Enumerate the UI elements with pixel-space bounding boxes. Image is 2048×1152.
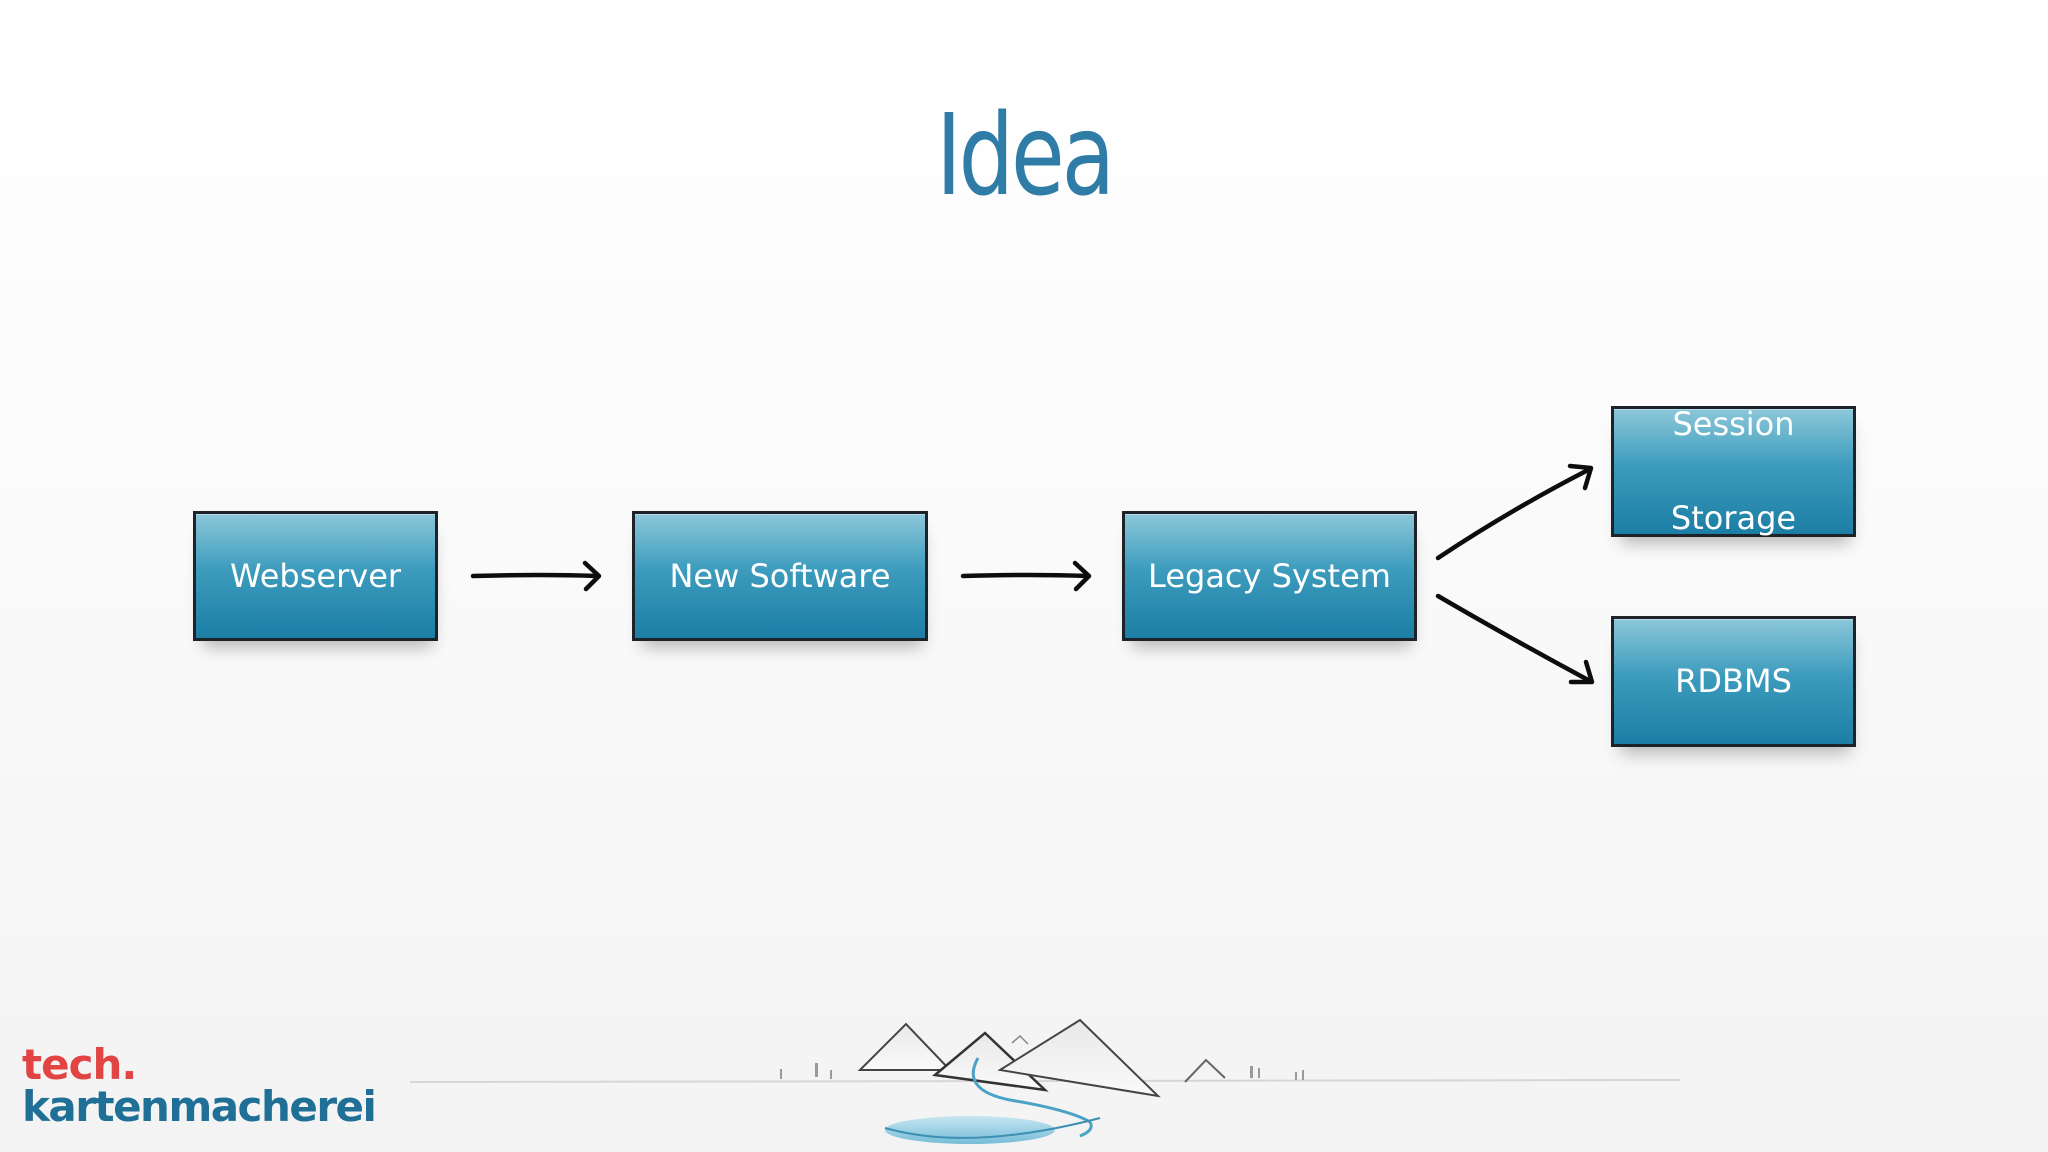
node-webserver: Webserver [193, 511, 438, 641]
node-legacy-system: Legacy System [1122, 511, 1417, 641]
mountain-shape [857, 1022, 953, 1071]
node-label: Legacy System [1148, 556, 1391, 595]
logo-line-tech: tech. [22, 1040, 137, 1089]
lake-shape [885, 1116, 1055, 1144]
node-label-line: Session [1672, 405, 1795, 443]
slide-title: Idea [935, 91, 1115, 221]
mountain-shape [997, 1018, 1161, 1098]
node-session-storage: Session Storage [1611, 405, 1856, 537]
node-rdbms: RDBMS [1611, 616, 1856, 747]
node-label: New Software [669, 556, 891, 595]
company-logo: tech. kartenmacherei [22, 1040, 377, 1131]
tree-group [780, 1063, 1304, 1080]
node-new-software: New Software [632, 511, 928, 641]
horizon-line [409, 1079, 1681, 1083]
node-label: RDBMS [1675, 662, 1792, 700]
mountain-shape [1184, 1058, 1226, 1083]
logo-line-brand: kartenmacherei [22, 1082, 377, 1131]
node-label-line: Storage [1670, 499, 1797, 537]
node-label: Session Storage [1671, 354, 1796, 589]
node-label: Webserver [229, 556, 402, 595]
river-shape [971, 1057, 1093, 1138]
